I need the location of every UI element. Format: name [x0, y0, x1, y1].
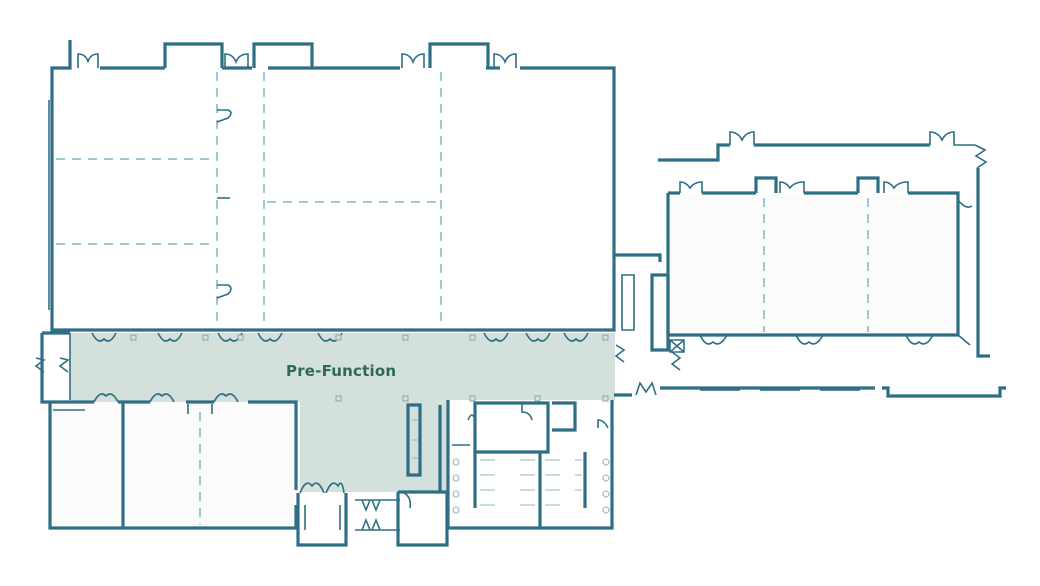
restrooms	[446, 400, 614, 530]
prefunction-label: Pre-Function	[286, 362, 397, 380]
connector-corridor	[614, 253, 1006, 398]
columns	[130, 334, 609, 402]
east-wing[interactable]	[658, 131, 990, 358]
lower-meeting-rooms[interactable]	[48, 393, 298, 530]
service-core	[296, 403, 449, 547]
west-entry	[34, 331, 71, 404]
main-ballroom[interactable]	[48, 40, 616, 332]
prefunction-area[interactable]	[70, 333, 615, 492]
